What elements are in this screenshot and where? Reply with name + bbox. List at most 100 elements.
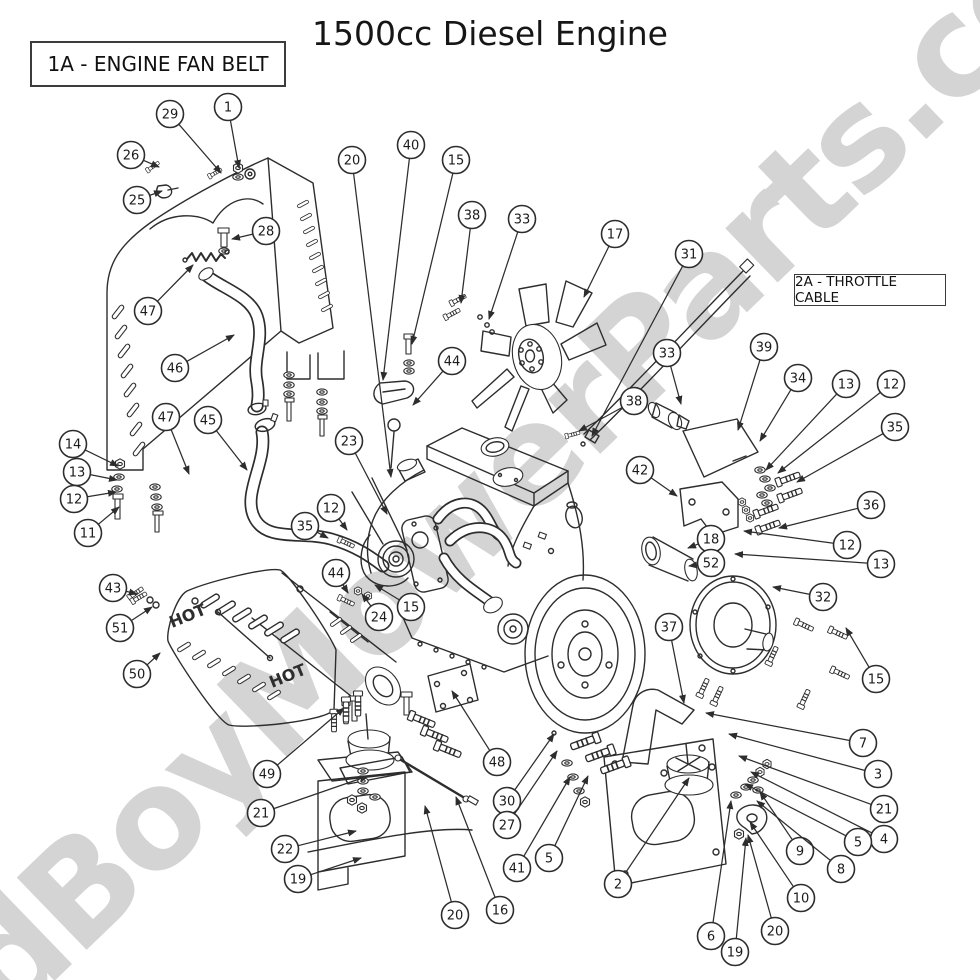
callout-33: 33: [488, 204, 537, 320]
callout-balloon-20: [440, 900, 470, 930]
svg-text:36: 36: [863, 499, 880, 514]
label-engine-fan-belt: 1A - ENGINE FAN BELT: [30, 41, 286, 87]
callout-balloon-43: [98, 573, 128, 603]
svg-text:40: 40: [403, 139, 420, 154]
callout-12: 12: [316, 493, 348, 531]
svg-text:51: 51: [112, 622, 129, 637]
lower-radiator-hose: [244, 412, 390, 573]
callout-balloon-1: [213, 92, 243, 122]
callout-44: 44: [412, 346, 467, 406]
svg-text:35: 35: [297, 520, 314, 535]
callout-balloon-28: [251, 216, 281, 246]
callout-balloon-52: [696, 548, 726, 578]
callout-20: 20: [746, 834, 790, 946]
callout-balloon-40: [396, 130, 426, 160]
callout-12: 12: [777, 369, 906, 474]
callout-48: 48: [451, 690, 512, 777]
callout-balloon-50: [122, 659, 152, 689]
svg-text:23: 23: [341, 435, 358, 450]
svg-text:47: 47: [158, 411, 175, 426]
callout-38: 38: [578, 386, 649, 432]
svg-text:44: 44: [328, 567, 345, 582]
callout-28: 28: [231, 216, 281, 246]
callout-balloon-13: [831, 369, 861, 399]
callout-13: 13: [62, 457, 118, 487]
svg-text:22: 22: [277, 843, 294, 858]
callout-35: 35: [290, 511, 329, 541]
callout-36: 36: [778, 490, 886, 530]
callout-balloon-47: [133, 296, 163, 326]
page-title: 1500cc Diesel Engine: [312, 14, 668, 53]
callout-balloon-9: [785, 836, 815, 866]
callout-balloon-8: [826, 854, 856, 884]
callout-balloon-21: [869, 794, 899, 824]
svg-text:30: 30: [499, 795, 516, 810]
callout-balloon-34: [783, 363, 813, 393]
callout-balloon-12: [59, 484, 89, 514]
svg-text:48: 48: [489, 756, 506, 771]
svg-text:49: 49: [259, 768, 276, 783]
callout-21: 21: [246, 775, 369, 828]
callout-balloon-22: [270, 834, 300, 864]
callout-balloon-15: [441, 145, 471, 175]
callout-16: 16: [455, 796, 515, 925]
callout-9: 9: [759, 791, 815, 866]
callout-50: 50: [122, 652, 161, 689]
left-hardware: [111, 371, 373, 723]
callout-balloon-25: [122, 185, 152, 215]
callout-15: 15: [374, 584, 426, 622]
callout-balloon-12: [316, 493, 346, 523]
callout-balloon-35: [290, 511, 320, 541]
svg-text:5: 5: [854, 836, 862, 851]
callout-balloon-33: [652, 338, 682, 368]
callout-18: 18: [687, 524, 726, 554]
canister: [641, 536, 698, 582]
svg-text:35: 35: [887, 421, 904, 436]
callout-balloon-51: [105, 613, 135, 643]
svg-text:18: 18: [703, 533, 720, 548]
callout-37: 37: [654, 612, 686, 704]
callout-balloon-44: [321, 558, 351, 588]
svg-text:12: 12: [66, 493, 83, 508]
callout-27: 27: [492, 750, 558, 840]
callout-35: 35: [796, 412, 910, 483]
svg-text:26: 26: [123, 149, 140, 164]
callout-45: 45: [193, 405, 248, 471]
fan-shroud: [106, 157, 345, 471]
svg-text:9: 9: [796, 845, 804, 860]
callout-12: 12: [59, 484, 117, 514]
callout-33: 33: [652, 338, 683, 405]
callout-balloon-15: [396, 592, 426, 622]
callout-11: 11: [73, 506, 120, 548]
svg-text:1: 1: [224, 101, 232, 116]
svg-text:43: 43: [105, 582, 122, 597]
callout-balloon-37: [654, 612, 684, 642]
callout-balloon-5: [534, 843, 564, 873]
callout-40: 40: [380, 130, 426, 381]
callout-balloon-33: [507, 204, 537, 234]
callout-31: 31: [591, 239, 704, 437]
callout-balloon-6: [696, 921, 726, 951]
callout-39: 39: [737, 332, 779, 431]
svg-text:33: 33: [659, 347, 676, 362]
callout-balloon-10: [786, 883, 816, 913]
callout-balloon-15: [861, 664, 891, 694]
svg-text:31: 31: [681, 248, 698, 263]
callout-balloon-41: [502, 853, 532, 883]
svg-text:16: 16: [492, 904, 509, 919]
svg-text:28: 28: [258, 225, 275, 240]
callout-balloon-12: [832, 530, 862, 560]
callout-20: 20: [423, 805, 470, 930]
callout-balloon-14: [58, 429, 88, 459]
svg-text:44: 44: [444, 355, 461, 370]
svg-text:37: 37: [661, 621, 678, 636]
engine-mount-assembly: [307, 691, 479, 891]
callout-19: 19: [283, 857, 362, 894]
callout-49: 49: [252, 707, 345, 789]
svg-text:7: 7: [859, 737, 867, 752]
svg-text:2: 2: [614, 878, 622, 893]
callout-43: 43: [98, 573, 138, 603]
svg-text:38: 38: [626, 395, 643, 410]
